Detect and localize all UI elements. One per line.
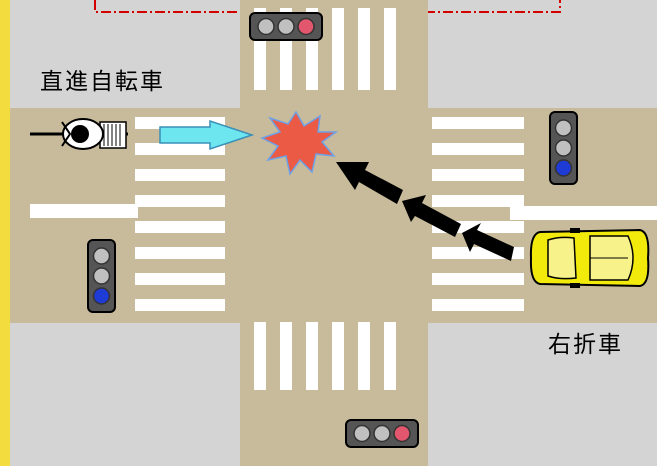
cyclist-direction-arrow — [159, 119, 255, 151]
car-direction-arrows — [336, 162, 514, 261]
dashed-frame — [94, 0, 561, 13]
traffic-signal-bottom — [345, 419, 419, 448]
car-icon — [529, 228, 650, 288]
left-border-strip — [0, 0, 10, 466]
stop-line-right — [510, 206, 657, 220]
crosswalk-left — [135, 117, 225, 311]
stop-line-left — [30, 204, 138, 218]
collision-burst-icon — [260, 110, 339, 176]
traffic-signal-top — [249, 12, 323, 41]
crosswalk-bottom — [254, 322, 396, 390]
traffic-signal-left — [87, 239, 116, 313]
traffic-signal-right — [549, 111, 578, 185]
car-label: 右折車 — [548, 332, 623, 358]
cyclist-label: 直進自転車 — [40, 69, 165, 95]
bicycle-icon — [30, 118, 128, 150]
